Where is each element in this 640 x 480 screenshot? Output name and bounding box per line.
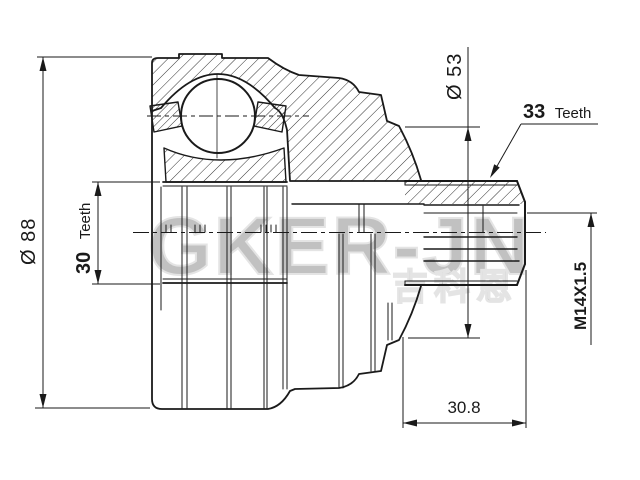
arrowhead-down: [94, 270, 102, 284]
dimension-thread-spec: M14X1.5: [527, 212, 597, 345]
leader-arrowhead: [490, 164, 500, 178]
boot-groove-lines: [160, 186, 425, 409]
inner-race-section: [163, 147, 287, 183]
arrowhead-up: [587, 213, 595, 227]
bell-housing-top-section: [151, 53, 422, 182]
shaft-thread-lines: [423, 204, 520, 262]
dimension-shaft-spline-teeth: 33 Teeth: [490, 101, 598, 178]
internal-spline-ticks: [165, 224, 277, 233]
spline-length-label: 30.8: [447, 398, 480, 417]
cage-section-right: [253, 101, 287, 133]
shaft-spline-hatch-band: [405, 182, 524, 204]
inner-spline-teeth-label: 30 Teeth: [73, 203, 95, 274]
shaft-spline-lines: [404, 180, 526, 286]
watermark-cjk-text: 吉科恩: [392, 266, 518, 307]
arrowhead-up: [94, 182, 102, 196]
dimension-spline-length: 30.8: [402, 270, 527, 428]
dimension-inner-spline-teeth: 30 Teeth: [73, 181, 160, 285]
arrowhead-down: [39, 394, 47, 408]
dimension-outer-diameter: Ø 88: [18, 56, 152, 409]
part-geometry: [149, 53, 526, 410]
outer-diameter-label: Ø 88: [18, 218, 40, 265]
shaft-spline-teeth-label: 33 Teeth: [523, 101, 591, 123]
arrowhead-left: [403, 419, 417, 427]
inner-spline-bore-lines: [162, 181, 288, 284]
arrowhead-up: [39, 57, 47, 71]
arrowhead-right: [512, 419, 526, 427]
bell-housing-bottom-profile: [151, 110, 422, 410]
dimensions: Ø 88 30 Teeth Ø 53 33 T: [18, 47, 598, 428]
dimension-mid-diameter: Ø 53: [405, 47, 480, 339]
arrowhead-up: [464, 127, 472, 141]
arrowhead-down: [464, 324, 472, 338]
centerlines: [133, 115, 546, 233]
mid-diameter-label: Ø 53: [444, 53, 466, 100]
thread-spec-label: M14X1.5: [571, 262, 590, 330]
cage-section-left: [149, 101, 183, 133]
watermark: GKER-JN 吉科恩: [147, 200, 530, 308]
